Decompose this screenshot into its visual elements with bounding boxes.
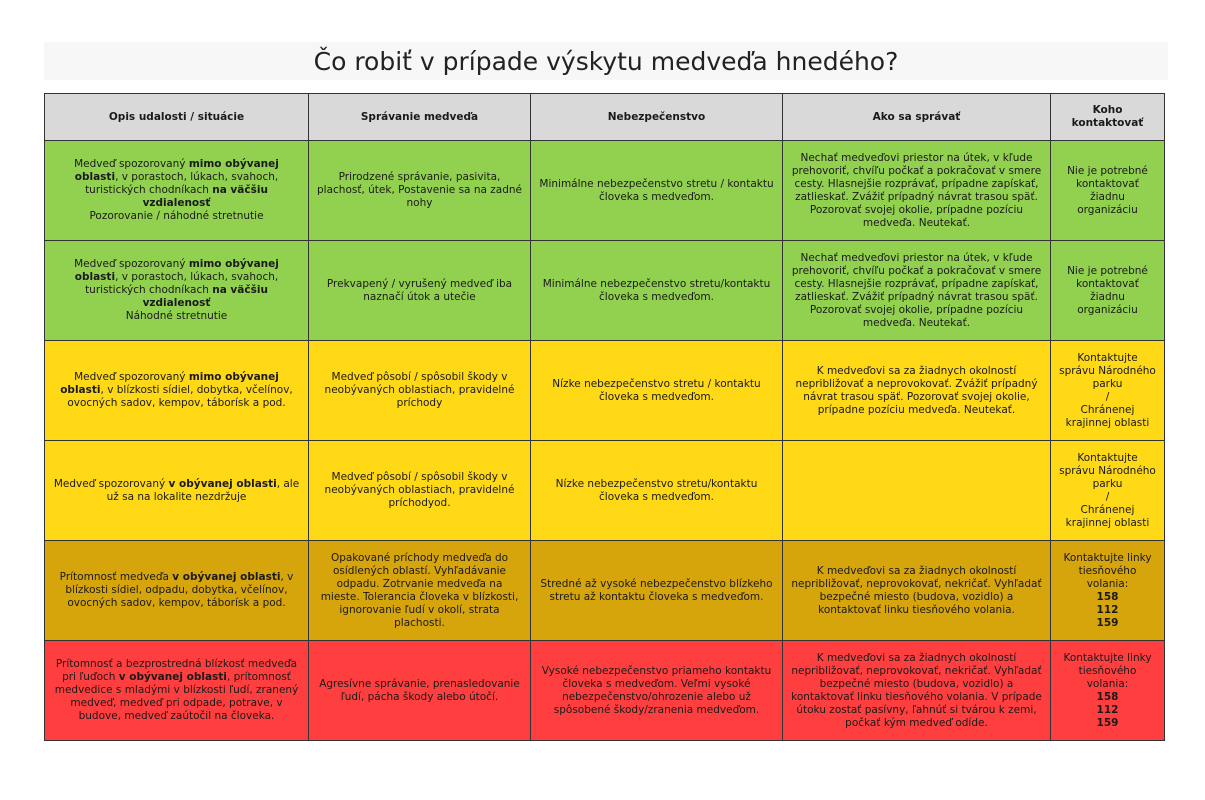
danger-cell: Minimálne nebezpečenstvo stretu / kontak… <box>530 140 783 241</box>
behavior-cell: Medveď pôsobí / spôsobil škody v neobýva… <box>308 440 531 541</box>
behavior-cell: Agresívne správanie, prenasledovanie ľud… <box>308 640 531 741</box>
emergency-number: 112 <box>1096 603 1119 616</box>
situation-emphasis: mimo obývanej oblasti <box>74 258 279 283</box>
behavior-cell: Prirodzené správanie, pasivita, plachosť… <box>308 140 531 241</box>
contact-separator: / <box>1105 390 1110 403</box>
contact-separator: / <box>1105 490 1110 503</box>
contact-text: Chránenej krajinnej oblasti <box>1065 503 1150 529</box>
table-row: Medveď spozorovaný v obývanej oblasti, a… <box>44 440 1165 541</box>
danger-cell: Nízke nebezpečenstvo stretu/kontaktu člo… <box>530 440 783 541</box>
situation-cell: Prítomnosť medveďa v obývanej oblasti, v… <box>44 540 309 641</box>
advice-cell: K medveďovi sa za žiadnych okolností nep… <box>782 540 1051 641</box>
advice-cell: Nechať medveďovi priestor na útek, v kľu… <box>782 240 1051 341</box>
contact-cell: Kontaktujte správu Národného parku / Chr… <box>1050 340 1165 441</box>
emergency-number: 112 <box>1096 703 1119 716</box>
table-row: Medveď spozorovaný mimo obývanej oblasti… <box>44 140 1165 241</box>
situation-cell: Prítomnosť a bezprostredná blízkosť medv… <box>44 640 309 741</box>
situation-text: Prítomnosť a bezprostredná blízkosť medv… <box>55 658 298 683</box>
table-row: Prítomnosť medveďa v obývanej oblasti, v… <box>44 540 1165 641</box>
danger-cell: Nízke nebezpečenstvo stretu / kontaktu č… <box>530 340 783 441</box>
situation-emphasis: mimo obývanej oblasti <box>74 158 279 183</box>
behavior-cell: Medveď pôsobí / spôsobil škody v neobýva… <box>308 340 531 441</box>
situation-emphasis: mimo obývanej oblasti <box>60 371 279 396</box>
contact-text: Nie je potrebné kontaktovať žiadnu organ… <box>1067 264 1148 316</box>
header-situation: Opis udalosti / situácie <box>44 93 309 141</box>
contact-text: Nie je potrebné kontaktovať žiadnu organ… <box>1067 164 1148 216</box>
contact-cell: Nie je potrebné kontaktovať žiadnu organ… <box>1050 140 1165 241</box>
situation-cell: Medveď spozorovaný v obývanej oblasti, a… <box>44 440 309 541</box>
danger-cell: Stredné až vysoké nebezpečenstvo blízkeh… <box>530 540 783 641</box>
table-row: Medveď spozorovaný mimo obývanej oblasti… <box>44 340 1165 441</box>
bear-guidance-table: Opis udalosti / situácie Správanie medve… <box>44 93 1165 741</box>
situation-text: , v porastoch, lúkach, svahoch, turistic… <box>85 171 279 196</box>
situation-text: , prítomnosť medvedice s mladými v blízk… <box>54 671 299 722</box>
emergency-number: 159 <box>1096 616 1119 629</box>
situation-emphasis: v obývanej oblasti <box>168 477 277 490</box>
situation-cell: Medveď spozorovaný mimo obývanej oblasti… <box>44 340 309 441</box>
header-row: Opis udalosti / situácie Správanie medve… <box>44 93 1165 141</box>
situation-text: , v blízkosti sídiel, dobytka, včelínov,… <box>67 384 293 409</box>
table-row: Medveď spozorovaný mimo obývanej oblasti… <box>44 240 1165 341</box>
header-danger: Nebezpečenstvo <box>530 93 783 141</box>
header-contact: Koho kontaktovať <box>1050 93 1165 141</box>
situation-text: Náhodné stretnutie <box>125 310 228 322</box>
contact-cell: Kontaktujte správu Národného parku / Chr… <box>1050 440 1165 541</box>
advice-cell: K medveďovi sa za žiadnych okolností nep… <box>782 340 1051 441</box>
danger-cell: Minimálne nebezpečenstvo stretu/kontaktu… <box>530 240 783 341</box>
advice-cell: K medveďovi sa za žiadnych okolností nep… <box>782 640 1051 741</box>
contact-cell: Nie je potrebné kontaktovať žiadnu organ… <box>1050 240 1165 341</box>
situation-text: , v blízkosti sídiel, odpadu, dobytka, v… <box>65 571 294 609</box>
situation-text: Medveď spozorovaný <box>74 258 189 270</box>
page-title: Čo robiť v prípade výskytu medveďa hnedé… <box>313 46 899 76</box>
behavior-cell: Opakované príchody medveďa do osídlených… <box>308 540 531 641</box>
situation-emphasis: v obývanej oblasti <box>118 671 227 683</box>
behavior-cell: Prekvapený / vyrušený medveď iba naznačí… <box>308 240 531 341</box>
situation-text: Medveď spozorovaný <box>74 371 189 383</box>
situation-cell: Medveď spozorovaný mimo obývanej oblasti… <box>44 240 309 341</box>
emergency-number: 158 <box>1096 590 1119 603</box>
emergency-number: 159 <box>1096 716 1119 729</box>
emergency-number: 158 <box>1096 690 1119 703</box>
contact-text: Kontaktujte linky tiesňového volania: <box>1063 651 1152 690</box>
situation-text: Prítomnosť medveďa <box>59 571 173 583</box>
table-row: Prítomnosť a bezprostredná blízkosť medv… <box>44 640 1165 741</box>
header-advice: Ako sa správať <box>782 93 1051 141</box>
contact-text: Kontaktujte správu Národného parku <box>1059 351 1156 390</box>
situation-emphasis: na väčšiu vzdialenosť <box>142 184 268 209</box>
situation-emphasis: na väčšiu vzdialenosť <box>142 284 268 309</box>
situation-text: Pozorovanie / náhodné stretnutie <box>89 210 264 222</box>
situation-text: Medveď spozorovaný <box>74 158 189 170</box>
header-behavior: Správanie medveďa <box>308 93 531 141</box>
contact-cell: Kontaktujte linky tiesňového volania: 15… <box>1050 640 1165 741</box>
situation-text: Medveď spozorovaný <box>53 477 169 490</box>
situation-cell: Medveď spozorovaný mimo obývanej oblasti… <box>44 140 309 241</box>
situation-emphasis: v obývanej oblasti <box>172 571 281 583</box>
situation-text: , ale už sa na lokalite nezdržuje <box>106 477 300 503</box>
danger-cell: Vysoké nebezpečenstvo priameho kontaktu … <box>530 640 783 741</box>
contact-text: Kontaktujte správu Národného parku <box>1059 451 1156 490</box>
advice-cell <box>782 440 1051 541</box>
contact-cell: Kontaktujte linky tiesňového volania: 15… <box>1050 540 1165 641</box>
contact-text: Chránenej krajinnej oblasti <box>1065 403 1150 429</box>
advice-cell: Nechať medveďovi priestor na útek, v kľu… <box>782 140 1051 241</box>
situation-text: , v porastoch, lúkach, svahoch, turistic… <box>85 271 279 296</box>
contact-text: Kontaktujte linky tiesňového volania: <box>1063 551 1152 590</box>
title-bar: Čo robiť v prípade výskytu medveďa hnedé… <box>44 42 1168 80</box>
